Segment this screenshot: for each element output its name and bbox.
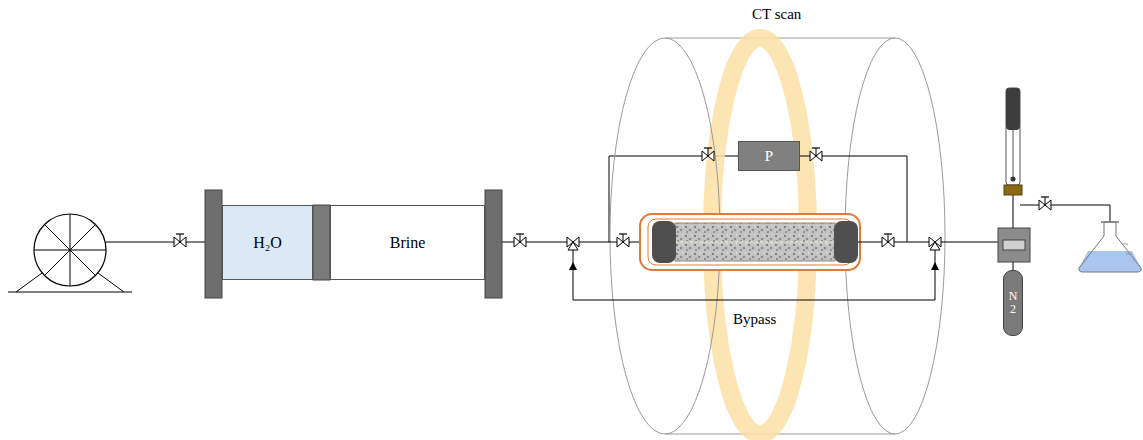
node-label: Brine [390, 234, 426, 252]
gas-cylinder: N2 [1003, 270, 1023, 336]
vessel-piston [313, 205, 330, 280]
pump-base [8, 292, 132, 293]
valve-symbol [702, 148, 714, 161]
scanner-bottom-edge [665, 434, 895, 435]
node-label: P [765, 148, 773, 165]
equipment-label: CT scan [752, 6, 801, 23]
burette-stopper [1004, 185, 1022, 195]
pump-base [16, 273, 42, 292]
flask-mark [1126, 254, 1132, 255]
pipe [106, 242, 205, 243]
pipe [858, 242, 998, 243]
vessel-flange [485, 190, 502, 298]
burette-bead [1011, 177, 1016, 182]
end-cap [834, 221, 858, 263]
core-holder-sleeve [648, 219, 852, 265]
flask-liquid [1079, 251, 1141, 272]
pump-wheel [34, 214, 106, 286]
flask-rim [1101, 221, 1119, 223]
pump-spoke [45, 225, 96, 276]
three-way-valve [567, 237, 579, 250]
water-chamber: H₂O [222, 205, 313, 280]
scanner-top-edge [665, 38, 895, 39]
burette-stem [1013, 130, 1014, 178]
burette-tube [1006, 88, 1020, 185]
pump-base [98, 273, 124, 292]
valve-symbol [810, 148, 822, 161]
burette-fill [1006, 88, 1020, 130]
valve-symbol [1039, 197, 1051, 210]
line-label: Bypass [733, 311, 776, 328]
pipe [1013, 195, 1014, 228]
flask [1079, 222, 1141, 272]
pressure-gauge: P [738, 141, 800, 171]
three-way-valve [929, 237, 941, 250]
valve-symbol [514, 234, 526, 247]
core-holder-sleeve [640, 214, 860, 270]
core-axis [675, 242, 835, 243]
pipe [1013, 262, 1014, 270]
separator-piston [1003, 240, 1025, 250]
pipe [1020, 205, 1110, 222]
node-label: N2 [1008, 290, 1018, 316]
brine-chamber: Brine [330, 205, 485, 280]
flask-mark [1122, 244, 1128, 245]
valve-symbol [882, 234, 894, 247]
separator-block [998, 228, 1030, 262]
end-cap [652, 221, 676, 263]
pump-spoke [45, 225, 96, 276]
rock-core [675, 223, 835, 261]
valve-symbol [617, 234, 629, 247]
flow-mark [569, 262, 577, 270]
valve-symbol [174, 234, 186, 247]
vessel-flange [205, 190, 222, 298]
node-label: H₂O [253, 234, 282, 252]
flow-mark [931, 262, 939, 270]
